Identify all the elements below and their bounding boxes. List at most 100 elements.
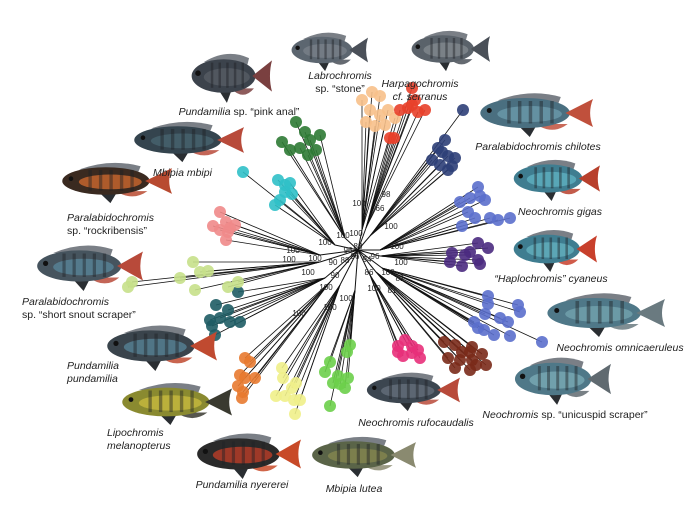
tip-short-snout <box>174 272 186 284</box>
bootstrap-value: 88 <box>354 242 363 251</box>
branch-chilotes <box>369 157 456 237</box>
branch-pink-anal <box>309 139 346 239</box>
branch-pundamilia <box>227 277 326 311</box>
taxon-name-italic: Mbipia mbipi <box>153 167 212 179</box>
branch-serranus <box>357 227 367 251</box>
fish-photo-melanopterus <box>122 383 232 426</box>
bootstrap-value: 100 <box>282 255 296 264</box>
branch-serranus <box>365 107 409 229</box>
tip-omnicaeruleus <box>478 324 490 336</box>
taxon-name-italic: Neochromis gigas <box>517 206 603 218</box>
branch-unicuspid <box>357 249 377 273</box>
branch-mbipi <box>274 204 336 246</box>
branch-pundamilia <box>237 277 326 293</box>
tip-unicuspid <box>476 348 488 360</box>
branch-melanopterus <box>237 281 331 387</box>
branch-omnicaeruleus <box>381 267 543 343</box>
tip-serranus <box>419 104 431 116</box>
bootstrap-value: 90 <box>329 258 338 267</box>
bootstrap-value: 100 <box>339 294 353 303</box>
tip-stone <box>379 119 391 131</box>
branch-gigas <box>379 186 479 251</box>
tip-gigas <box>456 220 468 232</box>
tip-short-snout <box>187 256 199 268</box>
taxon-name-italic: Paralabidochromis <box>67 212 154 224</box>
bootstrap-value: 86 <box>365 268 374 277</box>
branch-serranus <box>365 109 401 229</box>
branch-omnicaeruleus <box>381 267 519 306</box>
taxon-label-line: Mbipia lutea <box>326 483 383 496</box>
branch-omnicaeruleus <box>381 267 511 337</box>
branch-chilotes <box>369 165 453 237</box>
tip-serranus <box>388 132 400 144</box>
tip-pundamilia <box>224 316 236 328</box>
fish-photo-pundamilia <box>107 325 217 371</box>
tip-nyererei <box>289 408 301 420</box>
tip-short-snout <box>189 284 201 296</box>
bootstrap-value: 100 <box>308 254 322 263</box>
branch-melanopterus <box>329 249 359 283</box>
taxon-label-omnicaeruleus: Neochromis omnicaeruleus <box>556 342 683 355</box>
tip-stone <box>382 104 394 116</box>
taxon-name-italic: Neochromis <box>482 409 539 421</box>
bootstrap-value: 66 <box>376 204 385 213</box>
tip-unicuspid <box>480 359 492 371</box>
tip-lutea <box>319 366 331 378</box>
bootstrap-value: 100 <box>336 231 350 240</box>
fish-photo-omnicaeruleus <box>547 293 665 337</box>
taxon-label-mbipi: Mbipia mbipi <box>153 167 212 180</box>
branch-stone <box>361 121 367 231</box>
branch-nyererei <box>293 284 341 401</box>
tip-gigas <box>479 194 491 206</box>
taxon-label-gigas: Neochromis gigas <box>518 206 602 219</box>
taxon-label-line: melanopterus <box>107 440 171 453</box>
tip-stone <box>374 90 386 102</box>
tip-cyaneus <box>474 258 486 270</box>
tip-cyaneus <box>459 249 471 261</box>
taxon-name-text: sp. “stone” <box>315 83 365 95</box>
taxon-label-line: Labrochromis <box>308 70 372 83</box>
tip-rufocaudalis <box>397 350 409 362</box>
tip-mbipi <box>237 166 249 178</box>
taxon-name-italic: Neochromis rufocaudalis <box>358 417 474 429</box>
taxon-name-italic: pundamilia <box>67 373 118 385</box>
taxon-name-italic: Pundamilia <box>67 360 119 372</box>
taxon-label-line: Pundamilia nyererei <box>196 479 289 492</box>
tip-pink-anal <box>304 134 316 146</box>
tip-lutea <box>339 382 351 394</box>
branch-serranus <box>365 109 426 229</box>
branch-lutea <box>354 249 359 291</box>
branch-pink-anal <box>289 149 346 239</box>
tip-short-snout <box>202 265 214 277</box>
branch-pundamilia <box>324 249 359 279</box>
taxon-name-italic: Lipochromis <box>107 427 164 439</box>
tip-pink-anal <box>302 149 314 161</box>
tip-cyaneus <box>444 256 456 268</box>
tip-pink-anal <box>276 136 288 148</box>
tip-pundamilia <box>214 312 226 324</box>
branch-chilotes <box>357 235 371 251</box>
tip-pink-anal <box>290 116 302 128</box>
bootstrap-value: 98 <box>382 190 391 199</box>
branch-nyererei <box>282 284 341 379</box>
tip-unicuspid <box>449 362 461 374</box>
tip-stone <box>364 104 376 116</box>
tip-short-snout <box>122 281 134 293</box>
bootstrap-value: 100 <box>352 199 366 208</box>
bootstrap-value: 100 <box>319 283 333 292</box>
bootstrap-value: 100 <box>394 258 408 267</box>
branch-mbipi <box>291 193 336 246</box>
taxon-name-italic: Paralabidochromis chilotes <box>475 141 601 153</box>
branch-pink-anal <box>281 141 346 239</box>
branch-chilotes <box>369 164 441 237</box>
tip-mbipi <box>269 199 281 211</box>
tip-cyaneus <box>482 242 494 254</box>
tip-stone <box>369 120 381 132</box>
tip-omnicaeruleus <box>536 336 548 348</box>
tip-unicuspid <box>442 352 454 364</box>
fish-photo-unicuspid <box>514 357 611 405</box>
bootstrap-value: 100 <box>381 268 395 277</box>
branch-gigas <box>379 225 463 251</box>
